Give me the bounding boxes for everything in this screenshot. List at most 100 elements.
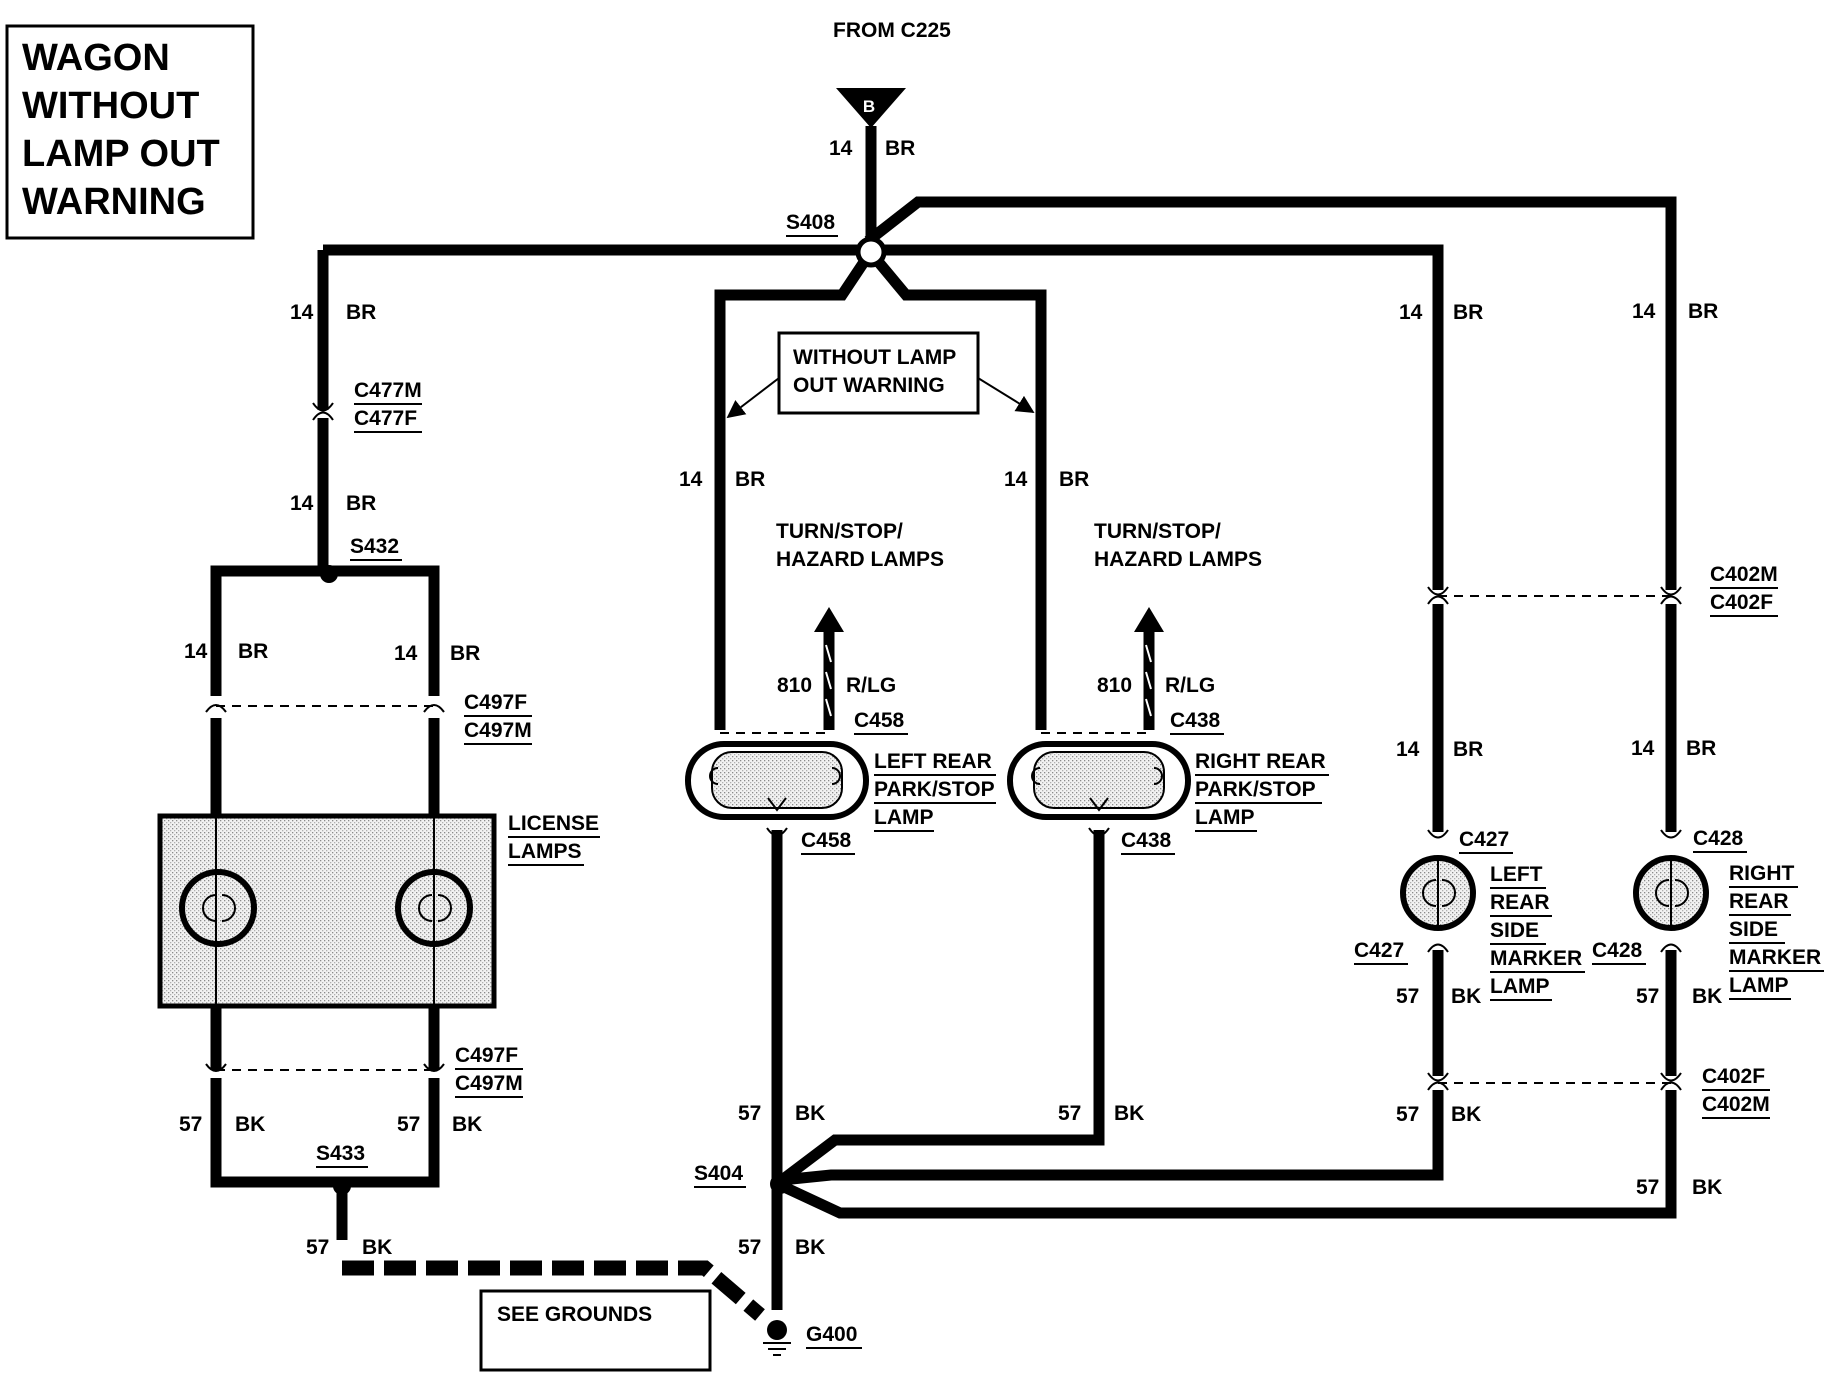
note-arrow-left (726, 377, 780, 419)
rsm-label-4: MARKER (1729, 946, 1821, 969)
title-line-4: WARNING (22, 181, 206, 223)
wire-gauge: 57 (306, 1236, 329, 1259)
license-lamps (157, 813, 497, 1009)
wire-gauge: 14 (290, 301, 314, 324)
rlg-left-arrow (814, 607, 844, 632)
wire-gauge: 57 (397, 1113, 420, 1136)
wire-gauge: 57 (738, 1236, 761, 1259)
wire-right-turn-feed (871, 255, 1047, 730)
wire-gauge: 57 (738, 1102, 761, 1125)
wire-color: BR (450, 642, 480, 665)
c427-label-bottom: C427 (1354, 939, 1404, 962)
connector-labels: C477M C477F C497F C497M C497F C497M C458… (354, 379, 1778, 1119)
s408-label: S408 (786, 211, 835, 234)
wire-gauge: 14 (184, 640, 208, 663)
splice-s408 (855, 236, 887, 268)
wire-color: BK (1692, 1176, 1722, 1199)
wire-gauge: 14 (1632, 300, 1656, 323)
c427-label-top: C427 (1459, 828, 1509, 851)
c402m-label-bottom: C402M (1702, 1093, 1770, 1116)
note-line-1: WITHOUT LAMP (793, 346, 956, 369)
license-label-1: LICENSE (508, 812, 599, 835)
wire-gauge: 14 (679, 468, 703, 491)
wire-color: R/LG (1165, 674, 1215, 697)
lr-lamp-label-2: PARK/STOP (874, 778, 995, 801)
rlg-right-stripe (1145, 644, 1152, 717)
wire-color: BR (735, 468, 765, 491)
lsm-label-2: REAR (1490, 891, 1550, 914)
c497m-label-bottom: C497M (455, 1072, 523, 1095)
wire-color: BR (1686, 737, 1716, 760)
c497f-label: C497F (464, 691, 527, 714)
wire-color: BK (795, 1102, 825, 1125)
wire-license-split (210, 565, 440, 696)
c477f-label: C477F (354, 407, 417, 430)
note-line-2: OUT WARNING (793, 374, 945, 397)
source-label: FROM C225 (833, 19, 951, 42)
wire-color: BR (1453, 301, 1483, 324)
c402m-label-top: C402M (1710, 563, 1778, 586)
license-bulb-left (179, 869, 257, 947)
wire-gauge: 14 (1004, 468, 1028, 491)
rr-lamp-label-2: PARK/STOP (1195, 778, 1316, 801)
wire-gauge: 57 (1636, 985, 1659, 1008)
turn-label-left-1: TURN/STOP/ (776, 520, 903, 543)
c438-ground-symbol (1088, 827, 1110, 837)
wire-color: BR (1688, 300, 1718, 323)
wires (210, 126, 1677, 1310)
title-line-1: WAGON (22, 37, 170, 79)
wire-color: BK (362, 1236, 392, 1259)
splice-s404 (770, 1174, 790, 1194)
wire-gauge: 14 (1631, 737, 1655, 760)
wire-color: R/LG (846, 674, 896, 697)
left-side-marker-lamp (1400, 855, 1476, 931)
wire-dashed-ground (342, 1260, 765, 1321)
wire-color: BR (1453, 738, 1483, 761)
c427-top-symbol (1427, 829, 1449, 839)
lsm-label-4: MARKER (1490, 947, 1582, 970)
source-pin: B (863, 97, 875, 116)
c438-label-top: C438 (1170, 709, 1221, 732)
splice-s433 (333, 1177, 351, 1195)
note-arrow-right (977, 377, 1035, 413)
wire-color: BR (346, 301, 376, 324)
wire-gauge: 57 (1396, 985, 1419, 1008)
title-line-2: WITHOUT (22, 85, 199, 127)
license-bulb-right (395, 869, 473, 947)
wire-color: BR (885, 137, 915, 160)
wire-color: BK (1114, 1102, 1144, 1125)
title-line-3: LAMP OUT (22, 133, 220, 175)
rlg-left-stripe (825, 644, 832, 717)
wire-gauge: 810 (777, 674, 812, 697)
rr-lamp-label-3: LAMP (1195, 806, 1255, 829)
lr-lamp-label-3: LAMP (874, 806, 934, 829)
lsm-label-3: SIDE (1490, 919, 1539, 942)
license-label-2: LAMPS (508, 840, 582, 863)
c428-top-symbol (1660, 829, 1682, 839)
c428-bottom-symbol (1660, 943, 1682, 953)
rsm-label-5: LAMP (1729, 974, 1789, 997)
c477m-label: C477M (354, 379, 422, 402)
wire-lsm-ground-b (781, 1090, 1444, 1186)
c427-bottom-symbol (1427, 943, 1449, 953)
rsm-label-1: RIGHT (1729, 862, 1795, 885)
turn-label-right-2: HAZARD LAMPS (1094, 548, 1262, 571)
right-rear-lamp (1007, 741, 1191, 820)
wire-color: BR (238, 640, 268, 663)
wire-color: BK (795, 1236, 825, 1259)
right-side-marker-lamp (1633, 855, 1709, 931)
ground-label: G400 (806, 1323, 857, 1346)
wire-license-ground (210, 1078, 440, 1188)
wire-color: BR (1059, 468, 1089, 491)
see-grounds-box: SEE GROUNDS (479, 1289, 712, 1372)
wire-gauge: 14 (829, 137, 853, 160)
splice-s432 (320, 565, 338, 583)
source-terminal-symbol (836, 88, 906, 128)
c497m-label: C497M (464, 719, 532, 742)
rlg-right-arrow (1134, 607, 1164, 632)
wire-top-bus (323, 244, 1444, 590)
wire-color: BK (235, 1113, 265, 1136)
wire-color: BK (452, 1113, 482, 1136)
c458-label-top: C458 (854, 709, 905, 732)
